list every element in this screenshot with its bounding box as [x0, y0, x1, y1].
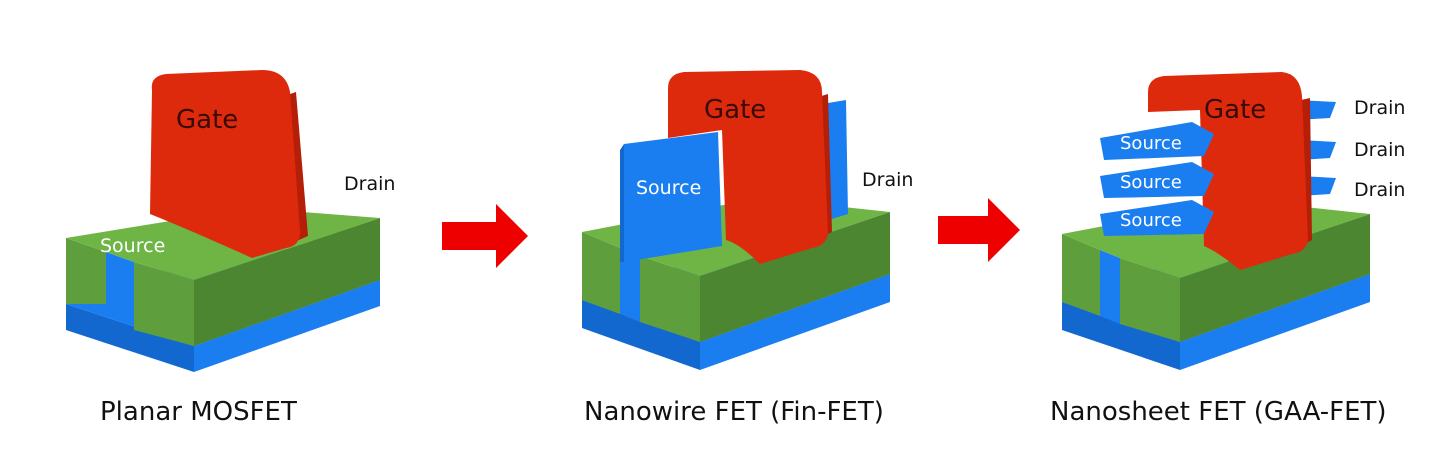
drain-label: Drain: [862, 169, 913, 191]
gaafet-caption: Nanosheet FET (GAA-FET): [1050, 397, 1387, 427]
gate-label: Gate: [704, 95, 766, 125]
planar-mosfet-panel: Source Gate Drain Planar MOSFET: [66, 70, 395, 427]
planar-mosfet-caption: Planar MOSFET: [100, 397, 297, 427]
drain-label: Drain: [1354, 139, 1405, 161]
gate: Gate: [150, 70, 308, 258]
finfet-panel: Source Gate Drain Nanowire FET (Fin-FET): [582, 70, 913, 427]
source-label: Source: [1120, 172, 1182, 193]
source-fin: Source: [620, 132, 722, 262]
right-arrow-icon: [938, 198, 1020, 262]
drain-label: Drain: [344, 173, 395, 195]
gate: Gate: [1148, 72, 1312, 270]
finfet-caption: Nanowire FET (Fin-FET): [584, 397, 884, 427]
gate-label: Gate: [176, 105, 238, 135]
gate-label: Gate: [1204, 95, 1266, 125]
source-label: Source: [100, 235, 165, 257]
source-sheets: Source Source Source: [1100, 122, 1214, 236]
source-label: Source: [1120, 133, 1182, 154]
source-label: Source: [636, 177, 701, 199]
drain-label: Drain: [1354, 97, 1405, 119]
gate: Gate: [668, 70, 832, 264]
gaafet-panel: Gate Source Source Source Drain Drain Dr…: [1050, 72, 1405, 427]
source-label: Source: [1120, 210, 1182, 231]
right-arrow-icon: [442, 204, 528, 268]
drain-label: Drain: [1354, 179, 1405, 201]
